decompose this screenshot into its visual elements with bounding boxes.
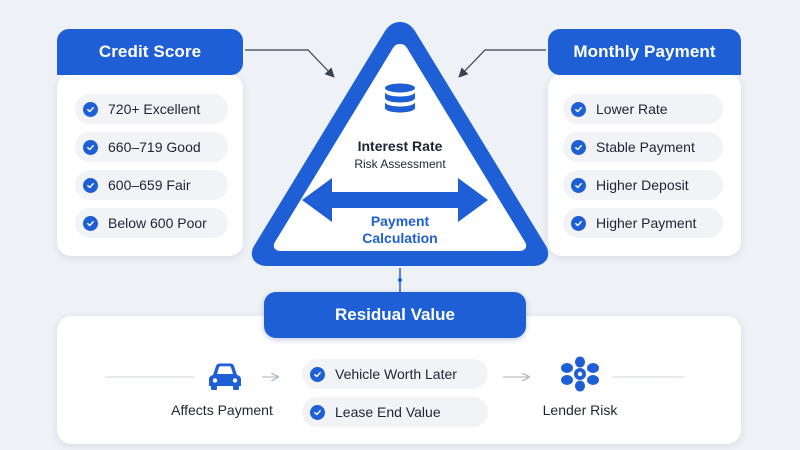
credit-item-2: 660–719 Good: [75, 132, 228, 162]
payment-item-label: Lower Rate: [596, 101, 668, 117]
credit-item-3: 600–659 Fair: [75, 170, 228, 200]
payment-item-3: Higher Deposit: [563, 170, 723, 200]
check-circle-icon: [571, 101, 586, 117]
monthly-payment-title: Monthly Payment: [573, 42, 716, 61]
check-circle-icon: [310, 404, 325, 420]
residual-item-label: Lease End Value: [335, 404, 441, 420]
interest-rate-triangle: [251, 22, 549, 266]
interest-rate-title: Interest Rate: [357, 138, 443, 154]
credit-item-label: 720+ Excellent: [108, 101, 201, 117]
residual-item-label: Vehicle Worth Later: [335, 366, 457, 382]
residual-item-1: Vehicle Worth Later: [302, 359, 488, 389]
monthly-payment-header: Monthly Payment: [548, 29, 741, 75]
credit-item-4: Below 600 Poor: [75, 208, 228, 238]
residual-value-banner: Residual Value: [264, 292, 526, 338]
payment-item-label: Higher Deposit: [596, 177, 689, 193]
database-icon: [385, 83, 415, 113]
credit-score-title: Credit Score: [98, 42, 202, 61]
credit-item-label: 660–719 Good: [108, 139, 201, 155]
lender-risk-label: Lender Risk: [542, 402, 618, 418]
check-circle-icon: [83, 177, 98, 193]
network-icon: [561, 356, 599, 392]
affects-payment-label: Affects Payment: [171, 402, 273, 418]
payment-item-label: Higher Payment: [596, 215, 697, 231]
check-circle-icon: [571, 177, 586, 193]
check-circle-icon: [83, 215, 98, 231]
check-circle-icon: [571, 215, 586, 231]
residual-value-title: Residual Value: [335, 305, 455, 324]
check-circle-icon: [310, 366, 325, 382]
payment-calc-line1: Payment: [370, 213, 430, 229]
credit-connector-arrow: [245, 49, 335, 78]
credit-item-label: Below 600 Poor: [108, 215, 207, 231]
check-circle-icon: [571, 139, 586, 155]
payment-item-label: Stable Payment: [596, 139, 695, 155]
credit-score-header: Credit Score: [57, 29, 243, 75]
check-circle-icon: [83, 101, 98, 117]
payment-calc-line2: Calculation: [362, 230, 438, 246]
car-icon: [209, 363, 241, 390]
risk-assessment-label: Risk Assessment: [354, 157, 446, 171]
payment-item-2: Stable Payment: [563, 132, 723, 162]
double-arrow-icon: [302, 178, 488, 222]
residual-item-2: Lease End Value: [302, 397, 488, 427]
check-circle-icon: [83, 139, 98, 155]
payment-item-4: Higher Payment: [563, 208, 723, 238]
credit-item-label: 600–659 Fair: [108, 177, 191, 193]
credit-item-1: 720+ Excellent: [75, 94, 228, 124]
payment-connector-arrow: [458, 49, 546, 78]
payment-item-1: Lower Rate: [563, 94, 723, 124]
